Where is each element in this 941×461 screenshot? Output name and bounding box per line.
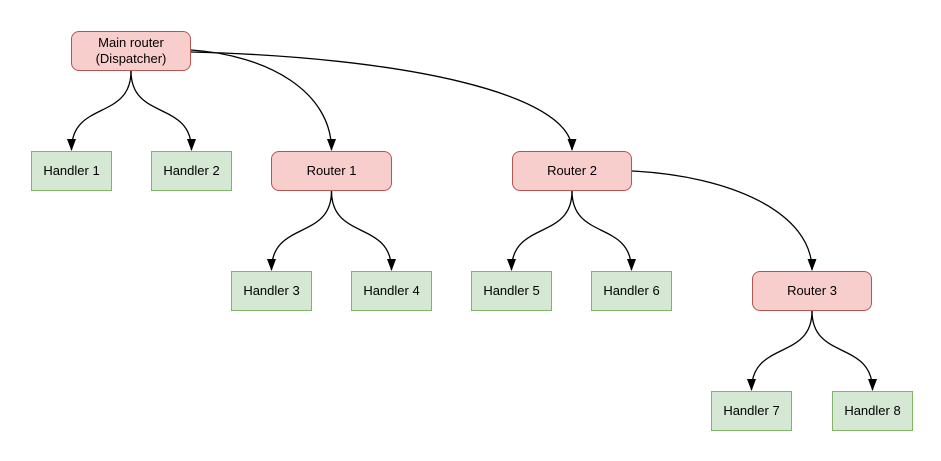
node-label: Router 1 (306, 163, 357, 178)
node-handler-3: Handler 3 (231, 271, 312, 311)
node-label: Handler 8 (844, 403, 901, 418)
edge-router-2-to-router-3 (631, 170, 817, 271)
node-label: Handler 1 (43, 163, 100, 178)
node-router-1: Router 1 (271, 151, 392, 191)
node-handler-5: Handler 5 (471, 271, 552, 311)
node-handler-6: Handler 6 (591, 271, 672, 311)
edge-main-router-to-router-1 (190, 49, 336, 151)
edge-group (67, 49, 877, 391)
node-label: Handler 5 (483, 283, 540, 298)
node-label: Router 3 (787, 283, 837, 298)
node-handler-1: Handler 1 (31, 151, 112, 191)
node-label: Handler 4 (363, 283, 420, 298)
edge-main-router-to-router-2 (190, 51, 577, 151)
node-label: Router 2 (547, 163, 597, 178)
node-handler-2: Handler 2 (151, 151, 232, 191)
node-main-router: Main router (Dispatcher) (71, 31, 191, 71)
edge-router-2-to-handler-6 (571, 190, 636, 271)
edge-router-3-to-handler-7 (747, 310, 813, 391)
edge-main-router-to-handler-2 (130, 70, 196, 151)
node-handler-7: Handler 7 (711, 391, 792, 431)
edge-router-2-to-handler-5 (507, 190, 573, 271)
node-label: Handler 3 (243, 283, 300, 298)
edge-router-1-to-handler-3 (267, 190, 333, 271)
node-handler-4: Handler 4 (351, 271, 432, 311)
node-router-3: Router 3 (752, 271, 872, 311)
node-label: Main router (Dispatcher) (95, 35, 167, 66)
node-label: Handler 6 (603, 283, 660, 298)
node-handler-8: Handler 8 (832, 391, 913, 431)
edge-router-1-to-handler-4 (330, 190, 396, 271)
edge-main-router-to-handler-1 (67, 70, 132, 151)
node-label: Handler 7 (723, 403, 780, 418)
node-router-2: Router 2 (512, 151, 632, 191)
node-label: Handler 2 (163, 163, 220, 178)
edge-router-3-to-handler-8 (811, 310, 877, 391)
